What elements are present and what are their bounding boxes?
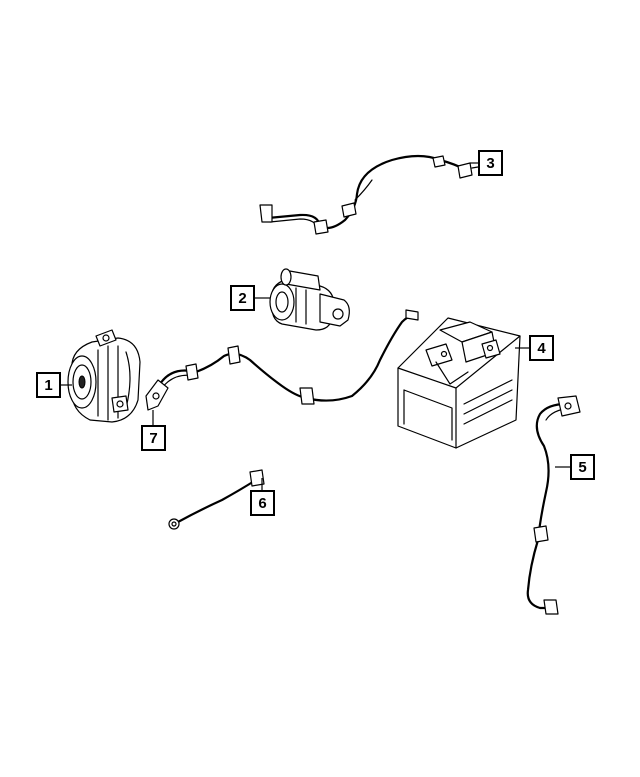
callout-4[interactable]: 4: [529, 335, 554, 361]
part-3-cable-drawing: [259, 154, 479, 235]
callout-label-2: 2: [238, 290, 246, 307]
callout-6[interactable]: 6: [250, 490, 275, 516]
callout-7[interactable]: 7: [141, 425, 166, 451]
part-6-ground-strap-drawing: [168, 469, 265, 530]
part-1-alternator-drawing: [67, 329, 141, 423]
callout-5[interactable]: 5: [570, 454, 595, 480]
callout-label-1: 1: [44, 377, 52, 394]
callout-1[interactable]: 1: [36, 372, 61, 398]
part-7-cable-drawing: [145, 309, 419, 411]
part-2-starter-drawing: [269, 268, 350, 331]
callout-label-4: 4: [537, 340, 546, 357]
callout-label-3: 3: [486, 155, 494, 172]
callout-2[interactable]: 2: [230, 285, 255, 311]
part-5-cable-drawing: [526, 395, 581, 615]
part-4-battery-drawing: [397, 317, 521, 449]
callout-label-6: 6: [258, 495, 266, 512]
callout-label-7: 7: [149, 430, 157, 447]
callout-label-5: 5: [578, 459, 586, 476]
callout-3[interactable]: 3: [478, 150, 503, 176]
